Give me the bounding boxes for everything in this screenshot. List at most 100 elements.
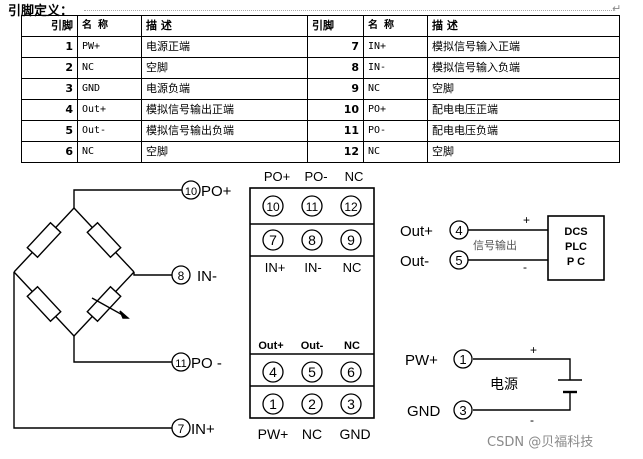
module-mid-label-3: NC — [343, 260, 362, 275]
terminal-5: 5 — [308, 364, 316, 380]
module-lower-label-2: Out- — [301, 340, 324, 352]
output-minus-sign: - — [523, 260, 527, 274]
module-lower-label-1: Out+ — [258, 340, 283, 352]
pin-7-label: IN+ — [191, 421, 215, 438]
pin-1-number: 1 — [459, 352, 466, 367]
pin-desc-right: 模拟信号输入正端 — [427, 36, 620, 58]
header-name-right: 名 称 — [363, 15, 428, 37]
table-header-row: 引脚 名 称 描 述 引脚 名 称 描 述 — [21, 15, 620, 37]
signal-output-label: 信号输出 — [473, 238, 517, 252]
pin-number-left: 1 — [21, 36, 78, 58]
header-pin-right: 引脚 — [307, 15, 364, 37]
module-bottom-label-1: PW+ — [258, 426, 289, 442]
pin-11-label: PO - — [191, 355, 222, 372]
bridge-pins: 10 PO+ 8 IN- 11 PO - 7 IN+ — [171, 180, 232, 438]
pin-name-right: IN+ — [363, 36, 428, 58]
header-desc-right: 描 述 — [427, 15, 620, 37]
pin-desc-left: 空脚 — [141, 57, 308, 79]
resistor-r1 — [26, 221, 62, 259]
terminal-7: 7 — [269, 232, 277, 248]
header-pin: 引脚 — [21, 15, 78, 37]
pin-10-label: PO+ — [201, 183, 232, 200]
pin-name-left: GND — [77, 78, 142, 100]
header-name: 名 称 — [77, 15, 142, 37]
wiring-diagram: 10 PO+ 8 IN- 11 PO - 7 IN+ PO+ PO- NC IN… — [13, 169, 605, 442]
terminal-12: 12 — [344, 200, 358, 214]
power-source-label: 电源 — [490, 376, 518, 392]
pin-name-left: Out- — [77, 120, 142, 142]
pin-number-left: 2 — [21, 57, 78, 79]
pin-name-left: Out+ — [77, 99, 142, 121]
power-labels: PW+ 1 GND 3 电源 + - — [405, 343, 537, 427]
pin-number-right: 7 — [307, 36, 364, 58]
pin-desc-left: 模拟信号输出正端 — [141, 99, 308, 121]
output-wiring — [468, 215, 605, 281]
gnd-label: GND — [407, 403, 441, 420]
module-mid-label-2: IN- — [304, 260, 321, 275]
module-lower-label-3: NC — [344, 340, 360, 352]
resistor-r3 — [26, 285, 62, 323]
pin-8-number: 8 — [178, 269, 185, 283]
title-rule — [84, 10, 614, 11]
terminal-11: 11 — [306, 200, 319, 214]
terminal-1: 1 — [269, 396, 277, 412]
power-wiring — [473, 358, 582, 411]
return-mark-icon: ↵ — [612, 2, 622, 15]
pw-plus-label: PW+ — [405, 352, 438, 369]
pc-label: P C — [567, 256, 585, 268]
pin-desc-right: 配电电压正端 — [427, 99, 620, 121]
pin-10-number: 10 — [185, 186, 197, 198]
output-plus-sign: + — [523, 213, 530, 227]
pin-desc-left: 模拟信号输出负端 — [141, 120, 308, 142]
plc-label: PLC — [565, 241, 587, 253]
pin-number-left: 5 — [21, 120, 78, 142]
pin-desc-right: 空脚 — [427, 141, 620, 163]
terminal-6: 6 — [347, 364, 355, 380]
pin-desc-right: 模拟信号输入负端 — [427, 57, 620, 79]
bridge-sensor — [13, 189, 182, 429]
module-terminals: 10 11 12 7 8 9 4 5 6 1 2 3 — [262, 195, 362, 415]
pin-desc-left: 空脚 — [141, 141, 308, 163]
pin-desc-left: 电源正端 — [141, 36, 308, 58]
pin-number-left: 4 — [21, 99, 78, 121]
pin-desc-right: 配电电压负端 — [427, 120, 620, 142]
terminal-10: 10 — [266, 200, 280, 214]
dcs-label: DCS — [564, 226, 587, 238]
module-top-label-1: PO+ — [264, 169, 290, 184]
pin-name-left: NC — [77, 57, 142, 79]
pin-desc-right: 空脚 — [427, 78, 620, 100]
resistor-r2 — [86, 221, 122, 259]
pin-3-number: 3 — [459, 403, 466, 418]
module-mid-label-1: IN+ — [265, 260, 286, 275]
module-top-label-2: PO- — [304, 169, 327, 184]
module-labels: PO+ PO- NC IN+ IN- NC Out+ Out- NC PW+ N… — [258, 169, 371, 442]
pin-number-right: 11 — [307, 120, 364, 142]
module-bottom-label-3: GND — [339, 426, 370, 442]
pin-number-right: 9 — [307, 78, 364, 100]
pin-5-number: 5 — [455, 253, 462, 268]
terminal-3: 3 — [347, 396, 355, 412]
module-top-label-3: NC — [345, 169, 364, 184]
terminal-4: 4 — [269, 364, 277, 380]
header-desc: 描 述 — [141, 15, 308, 37]
pin-11-number: 11 — [175, 358, 186, 370]
pin-number-right: 10 — [307, 99, 364, 121]
pin-name-right: PO+ — [363, 99, 428, 121]
module-bottom-label-2: NC — [302, 426, 322, 442]
pin-name-right: PO- — [363, 120, 428, 142]
pin-name-left: PW+ — [77, 36, 142, 58]
pin-4-number: 4 — [455, 223, 462, 238]
out-plus-label: Out+ — [400, 223, 433, 240]
pin-8-label: IN- — [197, 268, 217, 285]
pin-number-right: 8 — [307, 57, 364, 79]
power-minus-sign: - — [530, 413, 534, 427]
pin-desc-left: 电源负端 — [141, 78, 308, 100]
power-plus-sign: + — [530, 343, 537, 357]
out-minus-label: Out- — [400, 253, 429, 270]
